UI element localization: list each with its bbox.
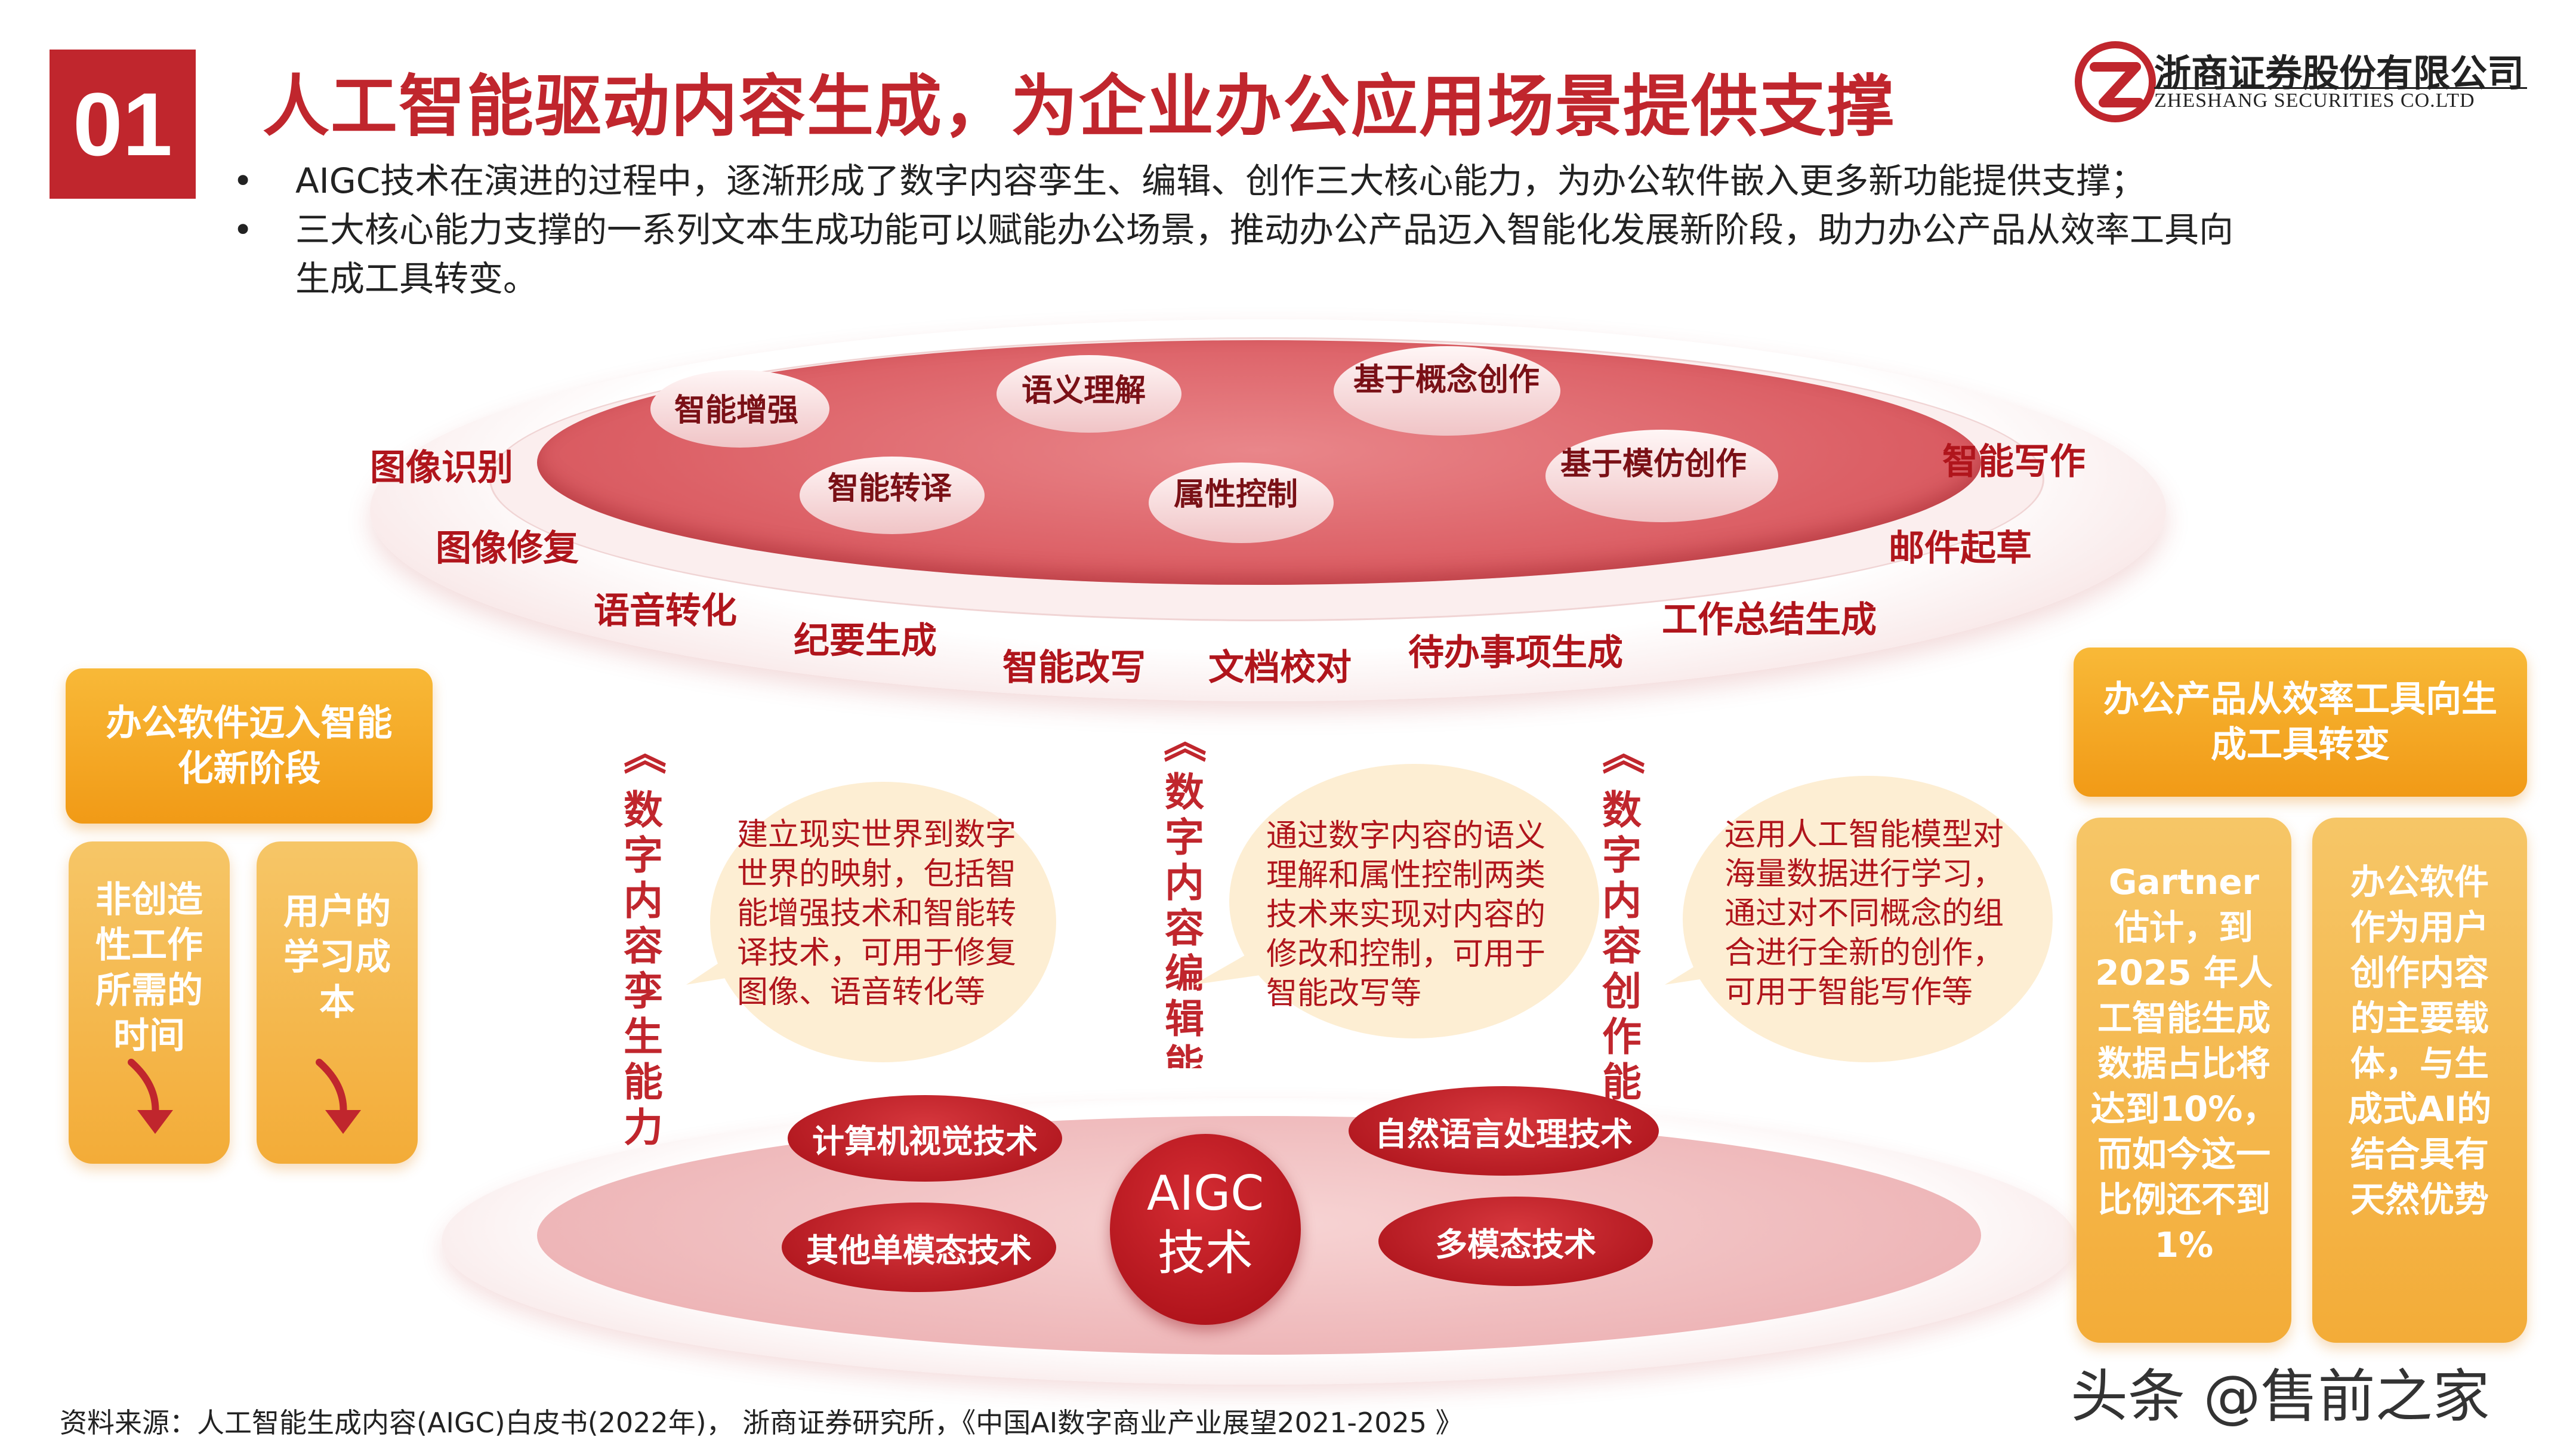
capability-label: 数字内容创作能力 (1599, 788, 1645, 1151)
outer-item: 智能写作 (1942, 433, 2086, 485)
company-name-en: ZHESHANG SECURITIES CO.LTD (2154, 90, 2475, 112)
source-note: 资料来源：人工智能生成内容(AIGC)白皮书(2022年)， 浙商证券研究所，《… (60, 1401, 1463, 1441)
chevron-up-icon: ︽ (624, 719, 667, 782)
page-title: 人工智能驱动内容生成，为企业办公应用场景提供支撑 (263, 53, 1895, 149)
tech-pill: 自然语言处理技术 (1349, 1086, 1659, 1176)
bullet-item: AIGC技术在演进的过程中，逐渐形成了数字内容孪生、编辑、创作三大核心能力，为办… (233, 156, 2441, 205)
bullet-list: AIGC技术在演进的过程中，逐渐形成了数字内容孪生、编辑、创作三大核心能力，为办… (233, 156, 2441, 303)
bubble-text: 运用人工智能模型对海量数据进行学习，通过对不同概念的组合进行全新的创作，可用于智… (1724, 815, 2023, 1012)
inner-item: 基于概念创作 (1353, 354, 1540, 399)
outer-item: 文档校对 (1208, 639, 1352, 690)
arrow-down-icon (313, 1056, 361, 1134)
capability-bubble: 建立现实世界到数字世界的映射，包括智能增强技术和智能转译技术，可用于修复图像、语… (710, 782, 1056, 1062)
capability-bubble: 通过数字内容的语义理解和属性控制两类技术来实现对内容的修改和控制，可用于智能改写… (1229, 764, 1599, 1038)
aigc-core-label: AIGC 技术 (1110, 1164, 1301, 1283)
outer-item: 工作总结生成 (1662, 591, 1877, 643)
outer-item: 图像修复 (436, 519, 579, 571)
tech-pill: 计算机视觉技术 (788, 1095, 1062, 1182)
inner-item: 智能转译 (828, 463, 952, 508)
logo-divider (2154, 87, 2527, 89)
chevron-up-icon: ︽ (1602, 719, 1645, 782)
right-col2-text: 办公软件作为用户创作内容的主要载体，与生成式AI的结合具有天然优势 (2336, 859, 2503, 1222)
arrow-down-icon (125, 1056, 173, 1134)
tech-pill: 其他单模态技术 (782, 1203, 1056, 1292)
outer-item: 邮件起草 (1889, 519, 2032, 571)
right-panel-heading: 办公产品从效率工具向生成工具转变 (2074, 648, 2527, 797)
outer-item: 待办事项生成 (1408, 624, 1623, 676)
bullet-item: 三大核心能力支撑的一系列文本生成功能可以赋能办公场景，推动办公产品迈入智能化发展… (233, 205, 2265, 303)
chevron-up-icon: ︽ (1164, 707, 1207, 770)
right-panel-col: Gartner 估计，到2025 年人工智能生成数据占比将达到10%，而如今这一… (2077, 818, 2291, 1343)
inner-item: 智能增强 (674, 385, 798, 430)
outer-item: 智能改写 (1002, 639, 1146, 690)
capability-bubble: 运用人工智能模型对海量数据进行学习，通过对不同概念的组合进行全新的创作，可用于智… (1683, 776, 2053, 1062)
left-panel-heading: 办公软件迈入智能化新阶段 (66, 668, 433, 824)
bubble-text: 建立现实世界到数字世界的映射，包括智能增强技术和智能转译技术，可用于修复图像、语… (737, 815, 1029, 1012)
aigc-core: AIGC 技术 (1110, 1134, 1301, 1325)
inner-item: 基于模仿创作 (1560, 439, 1747, 483)
outer-item: 语音转化 (594, 582, 737, 634)
right-heading-text: 办公产品从效率工具向生成工具转变 (2091, 677, 2509, 767)
zheshang-logo-icon (2071, 37, 2160, 127)
watermark: 头条 @售前之家 (2071, 1350, 2490, 1433)
left-heading-text: 办公软件迈入智能化新阶段 (100, 701, 399, 791)
capability-label: 数字内容编辑能力 (1162, 770, 1207, 1068)
right-col1-text: Gartner 估计，到2025 年人工智能生成数据占比将达到10%，而如今这一… (2087, 859, 2281, 1268)
left-col1-text: 非创造性工作所需的时间 (85, 877, 213, 1059)
left-panel-col: 非创造性工作所需的时间 (69, 841, 230, 1164)
left-col2-text: 用户的学习成本 (273, 889, 401, 1025)
capability-label: 数字内容孪生能力 (621, 788, 666, 1151)
right-panel-col: 办公软件作为用户创作内容的主要载体，与生成式AI的结合具有天然优势 (2312, 818, 2527, 1343)
outer-item: 纪要生成 (794, 612, 937, 664)
inner-item: 属性控制 (1174, 469, 1298, 514)
left-panel-col: 用户的学习成本 (257, 841, 418, 1164)
inner-item: 语义理解 (1022, 365, 1146, 410)
section-number: 01 (50, 50, 196, 199)
tech-pill: 多模态技术 (1378, 1197, 1653, 1286)
bubble-text: 通过数字内容的语义理解和属性控制两类技术来实现对内容的修改和控制，可用于智能改写… (1266, 816, 1565, 1013)
outer-item: 图像识别 (370, 439, 513, 491)
